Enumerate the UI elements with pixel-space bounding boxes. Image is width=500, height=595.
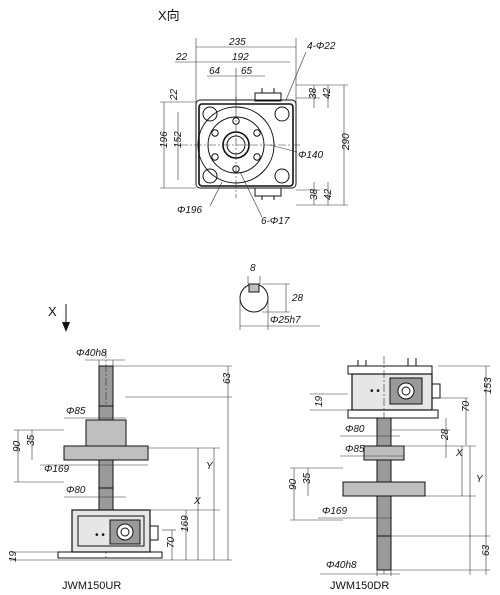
dim-196: 196 [159, 131, 170, 148]
left-dim-70: 70 [166, 536, 177, 548]
left-dim-63: 63 [222, 372, 233, 384]
left-dim-169: 169 [180, 515, 191, 532]
right-view: • • 19 153 70 Φ80 28 Φ85 X Y [288, 356, 494, 592]
right-dim-d169: Φ169 [322, 506, 347, 517]
right-dim-x: X [455, 448, 463, 459]
left-dim-d169: Φ169 [44, 464, 69, 475]
right-dim-y: Y [476, 474, 484, 485]
top-view: X向 235 22 192 64 65 4-Φ22 [158, 8, 352, 227]
dim-64: 64 [209, 66, 221, 77]
right-dim-d80: Φ80 [345, 424, 365, 435]
dim-22-top: 22 [175, 52, 188, 63]
dim-4-holes: 4-Φ22 [307, 41, 336, 52]
left-body-mark: • • [95, 530, 105, 541]
dim-290: 290 [341, 133, 352, 151]
left-dim-y: Y [206, 461, 214, 472]
shaft-section: 8 28 Φ25h7 [239, 263, 320, 330]
shaft-diameter: Φ25h7 [270, 315, 301, 326]
shaft-height: 28 [291, 293, 304, 304]
right-dim-19: 19 [314, 395, 325, 407]
right-dim-70: 70 [461, 400, 472, 412]
left-dim-d80: Φ80 [66, 485, 86, 496]
right-body-mark: • • [370, 386, 380, 397]
left-dim-19: 19 [8, 550, 19, 562]
left-dim-x: X [193, 496, 201, 507]
dim-d196: Φ196 [177, 205, 202, 216]
right-dim-35: 35 [302, 472, 313, 484]
dim-235: 235 [228, 37, 246, 48]
view-arrow-label: X [48, 304, 57, 319]
view-arrow: X [48, 304, 70, 332]
left-dim-d85: Φ85 [66, 406, 86, 417]
left-view-caption: JWM150UR [62, 580, 121, 592]
top-view-title: X向 [158, 8, 180, 23]
left-view: Φ40h8 63 Φ85 Φ169 90 35 Φ80 [8, 348, 233, 592]
dim-42-upper: 42 [322, 87, 333, 99]
dim-22-left: 22 [169, 88, 180, 101]
dim-38-lower: 38 [309, 188, 320, 200]
dim-d140: Φ140 [298, 150, 323, 161]
right-dim-63: 63 [481, 544, 492, 556]
dim-65: 65 [241, 66, 253, 77]
right-dim-90: 90 [288, 478, 299, 490]
left-dim-90: 90 [12, 440, 23, 452]
left-dim-35: 35 [26, 434, 37, 446]
dim-38-upper: 38 [308, 87, 319, 99]
right-dim-d40: Φ40h8 [326, 560, 357, 571]
dim-6-holes: 6-Φ17 [261, 216, 290, 227]
right-view-caption: JWM150DR [330, 580, 389, 592]
left-dim-d40: Φ40h8 [76, 348, 107, 359]
right-dim-d85: Φ85 [345, 444, 365, 455]
right-dim-28: 28 [440, 428, 451, 441]
dim-192: 192 [232, 52, 249, 63]
dim-152: 152 [173, 131, 184, 148]
dim-42-lower: 42 [323, 188, 334, 200]
right-dim-153: 153 [483, 377, 494, 394]
shaft-key-width: 8 [250, 263, 256, 274]
